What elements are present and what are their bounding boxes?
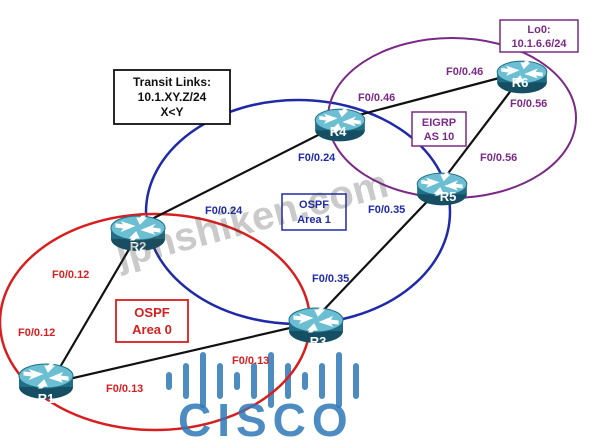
router-label-r6: R6 [512, 75, 529, 90]
area0-line2: Area 0 [132, 322, 172, 337]
router-label-r4: R4 [330, 124, 347, 139]
transit-line1: Transit Links: [133, 75, 211, 89]
router-label-r2: R2 [130, 239, 147, 254]
eigrp-label: EIGRP AS 10 [411, 111, 467, 147]
transit-links-box: Transit Links: 10.1.XY.Z/24 X<Y [113, 69, 231, 125]
link-r1-r2 [55, 233, 139, 375]
router-label-r3: R3 [310, 334, 327, 349]
loopback-line2: 10.1.6.6/24 [511, 38, 567, 50]
router-label-r1: R1 [38, 391, 55, 406]
area0-line1: OSPF [134, 305, 169, 320]
ospf-area0-label: OSPF Area 0 [115, 299, 189, 343]
iface-r5-to-r3: F0/0.35 [368, 204, 405, 216]
watermark-cisco-text: CISCO [178, 394, 354, 440]
iface-r4-to-r6: F0/0.46 [358, 92, 395, 104]
eigrp-line1: EIGRP [422, 117, 456, 129]
area1-line1: OSPF [299, 199, 329, 211]
iface-r2-to-r1: F0/0.12 [52, 269, 89, 281]
link-r3-r5 [315, 187, 441, 319]
iface-r6-to-r4: F0/0.46 [446, 66, 483, 78]
iface-r5-to-r6: F0/0.56 [480, 152, 517, 164]
iface-r2-to-r4: F0/0.24 [205, 205, 243, 217]
links [55, 70, 523, 384]
transit-line2: 10.1.XY.Z/24 [138, 90, 207, 104]
iface-r3-to-r1: F0/0.13 [232, 355, 269, 367]
iface-r6-to-r5: F0/0.56 [510, 98, 547, 110]
link-r1-r3 [55, 320, 317, 384]
router-label-r5: R5 [440, 189, 457, 204]
link-r4-r6 [339, 70, 523, 122]
iface-r3-to-r5: F0/0.35 [312, 273, 349, 285]
iface-r4-to-r2: F0/0.24 [298, 152, 336, 164]
area1-line2: Area 1 [297, 214, 331, 226]
ospf-area1-label: OSPF Area 1 [281, 193, 347, 231]
link-r5-r6 [439, 75, 523, 185]
loopback-line1: Lo0: [527, 24, 550, 36]
eigrp-line2: AS 10 [424, 131, 455, 143]
loopback-box: Lo0: 10.1.6.6/24 [499, 19, 579, 53]
transit-line3: X<Y [160, 105, 183, 119]
iface-r1-to-r2: F0/0.12 [18, 327, 55, 339]
link-r2-r4 [137, 123, 341, 227]
iface-r1-to-r3: F0/0.13 [106, 383, 143, 395]
